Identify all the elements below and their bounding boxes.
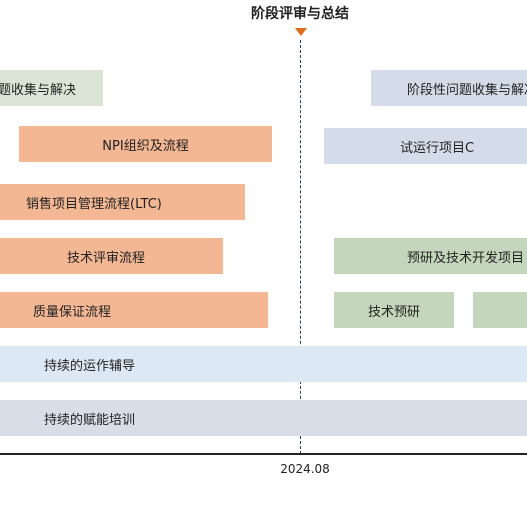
pre-research-dev-label: 预研及技术开发项目: [407, 250, 525, 266]
training-band: 持续的赋能培训: [0, 400, 527, 436]
quality-label: 质量保证流程: [33, 304, 112, 320]
ltc-bar: 销售项目管理流程(LTC): [0, 184, 245, 220]
pilot-c-bar: 试运行项目C: [324, 128, 527, 164]
timeline-axis: [0, 453, 527, 455]
milestone-title: 阶段评审与总结: [251, 6, 349, 22]
npi-label: NPI组织及流程: [102, 138, 189, 154]
issue-collection-bar: 题收集与解决: [0, 70, 103, 106]
quality-bar: 质量保证流程: [0, 292, 268, 328]
tech-research-bar: 技术预研: [334, 292, 454, 328]
issue-collection-label: 题收集与解决: [0, 82, 77, 98]
tech-research-label: 技术预研: [367, 304, 420, 320]
milestone-divider: [300, 40, 301, 454]
tech-review-label: 技术评审流程: [67, 250, 146, 266]
ops-coaching-band: 持续的运作辅导: [0, 346, 527, 382]
stage-issues-label: 阶段性问题收集与解决: [407, 82, 527, 98]
axis-date-label: 2024.08: [280, 462, 330, 476]
stage-issues-bar: 阶段性问题收集与解决: [371, 70, 527, 106]
tech-review-bar: 技术评审流程: [0, 238, 223, 274]
training-label: 持续的赋能培训: [44, 412, 136, 428]
ltc-label: 销售项目管理流程(LTC): [26, 196, 162, 212]
milestone-marker-icon: [295, 28, 307, 36]
npi-bar: NPI组织及流程: [19, 126, 272, 162]
ops-coaching-label: 持续的运作辅导: [44, 358, 136, 374]
pre-research-dev-bar: 预研及技术开发项目: [334, 238, 527, 274]
next-research-bar: [473, 292, 527, 328]
pilot-c-label: 试运行项目C: [400, 140, 475, 156]
